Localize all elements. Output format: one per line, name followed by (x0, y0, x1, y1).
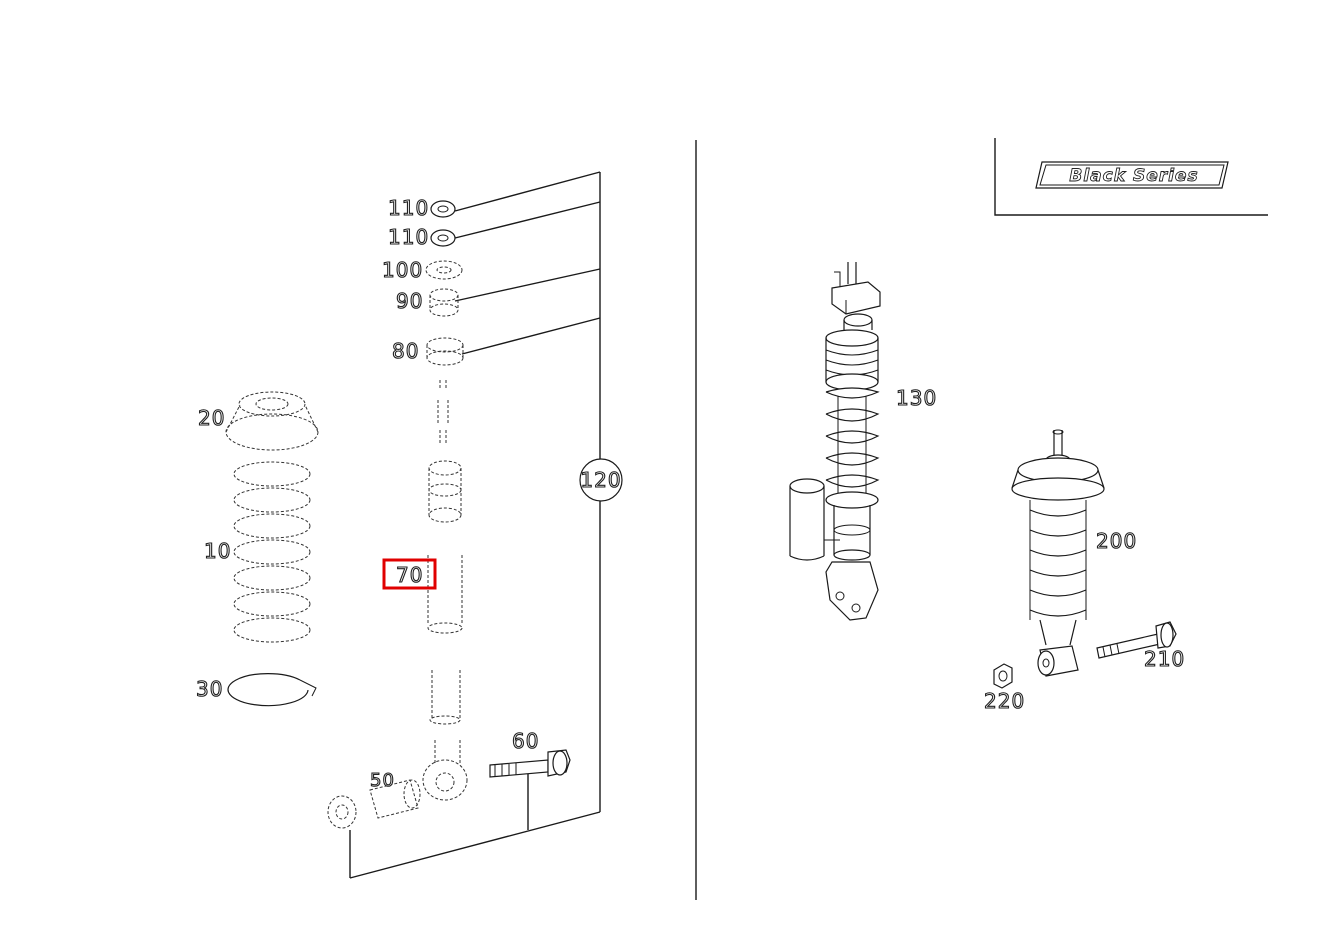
bolt-60 (489, 749, 571, 778)
label-70: 70 (396, 563, 423, 587)
lower-eye (422, 759, 468, 801)
label-130: 130 (896, 386, 937, 410)
nut-110-lower (430, 229, 456, 247)
shock-assembly-200 (1011, 429, 1105, 677)
label-220: 220 (984, 689, 1025, 713)
spring-seat-20 (225, 391, 319, 451)
label-100: 100 (382, 258, 423, 282)
bump-stop (428, 460, 462, 523)
badge-frame: Black Series (994, 138, 1268, 216)
label-110-lower: 110 (388, 225, 429, 249)
shock-assembly-130 (789, 262, 881, 621)
label-50: 50 (370, 770, 395, 791)
mount-80 (426, 337, 464, 366)
shock-body-70 (427, 555, 463, 765)
label-60: 60 (512, 729, 539, 753)
label-30: 30 (196, 677, 223, 701)
nut-110-upper (430, 200, 456, 218)
nut-220 (993, 663, 1013, 689)
callout-circle-120 (579, 458, 623, 502)
label-200: 200 (1096, 529, 1137, 553)
bushing-90 (429, 288, 459, 317)
piston-rod (437, 380, 449, 445)
label-10: 10 (204, 539, 231, 563)
coil-spring-10 (233, 461, 311, 643)
label-110-upper: 110 (388, 196, 429, 220)
badge-label: Black Series (1069, 166, 1198, 186)
callout-bracket-120: 120 (349, 171, 623, 879)
bushing-50 (369, 779, 421, 819)
label-80: 80 (392, 339, 419, 363)
bolt-210 (1096, 621, 1177, 659)
washer-100 (425, 260, 463, 280)
label-210: 210 (1144, 647, 1185, 671)
label-90: 90 (396, 289, 423, 313)
highlight-box-70 (382, 558, 437, 590)
nut-lower-left (327, 795, 357, 829)
label-20: 20 (198, 406, 225, 430)
label-120: 120 (580, 468, 621, 492)
clip-30 (227, 673, 317, 707)
